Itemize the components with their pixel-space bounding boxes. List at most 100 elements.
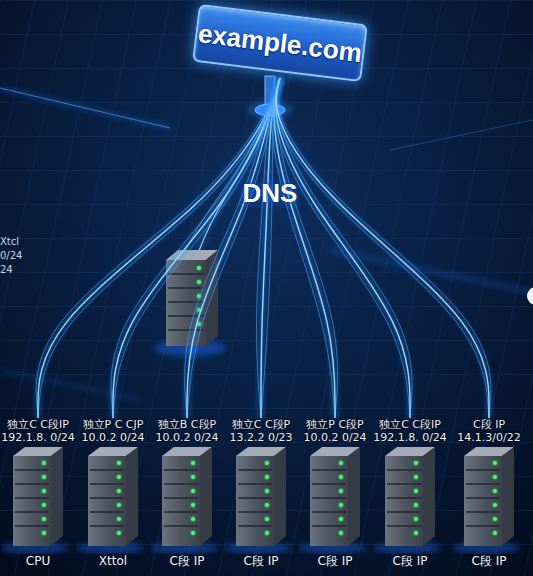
server-slot bbox=[15, 525, 49, 527]
side-note: 24 bbox=[0, 264, 40, 276]
light-streak bbox=[0, 88, 170, 128]
server-slot bbox=[312, 497, 346, 499]
dns-link bbox=[275, 78, 491, 418]
domain-name: example.com bbox=[196, 18, 363, 69]
link-line bbox=[187, 78, 280, 418]
server-led bbox=[339, 503, 343, 507]
server-slot bbox=[466, 497, 500, 499]
server-led bbox=[191, 461, 195, 465]
server-led bbox=[117, 517, 121, 521]
server-led bbox=[414, 531, 418, 535]
server-led bbox=[493, 461, 497, 465]
server-slot bbox=[387, 469, 421, 471]
server-led bbox=[191, 489, 195, 493]
server-led bbox=[339, 489, 343, 493]
server-led bbox=[265, 461, 269, 465]
segment-title: 独立C C段IP bbox=[379, 418, 441, 431]
server-slot bbox=[90, 525, 124, 527]
side-note: Xtcl bbox=[0, 236, 40, 248]
led bbox=[197, 280, 201, 284]
server-front bbox=[464, 456, 502, 546]
server-slot bbox=[164, 525, 198, 527]
server-side bbox=[126, 447, 138, 546]
server-symbol bbox=[1, 444, 75, 554]
server-symbol bbox=[373, 444, 447, 554]
server-led bbox=[339, 531, 343, 535]
server-led bbox=[414, 489, 418, 493]
led bbox=[197, 266, 201, 270]
server-slot bbox=[90, 511, 124, 513]
server-led bbox=[265, 503, 269, 507]
server-led bbox=[42, 517, 46, 521]
server-slot bbox=[387, 511, 421, 513]
server-led bbox=[42, 475, 46, 479]
dns-link bbox=[185, 78, 280, 418]
server-slot bbox=[164, 483, 198, 485]
server-node: 独立C C段P13.2.2 0/23C段 IP bbox=[224, 418, 298, 569]
server-side bbox=[423, 447, 435, 546]
server-name: C段 IP bbox=[472, 554, 507, 569]
server-slot bbox=[90, 483, 124, 485]
server-symbol bbox=[298, 444, 372, 554]
server-slot bbox=[15, 469, 49, 471]
server-slot bbox=[312, 511, 346, 513]
domain-sign: example.com bbox=[192, 4, 368, 82]
server-slot bbox=[15, 497, 49, 499]
server-slot bbox=[164, 497, 198, 499]
server-led bbox=[339, 461, 343, 465]
server-led bbox=[191, 475, 195, 479]
server-node: C段 IP14.1.3/0/22C段 IP bbox=[452, 418, 526, 569]
server-name: C段 IP bbox=[244, 554, 279, 569]
link-line bbox=[38, 78, 280, 418]
server-slot bbox=[15, 511, 49, 513]
server-slot bbox=[312, 483, 346, 485]
link-glow bbox=[113, 78, 280, 418]
link-strand bbox=[275, 78, 489, 418]
server-slot bbox=[238, 525, 272, 527]
server-slot bbox=[164, 511, 198, 513]
ip-range: 192.1.8. 0/24 bbox=[373, 431, 447, 444]
server-led bbox=[265, 531, 269, 535]
server-front bbox=[310, 456, 348, 546]
server-led bbox=[339, 475, 343, 479]
server-slot bbox=[387, 497, 421, 499]
ip-range: 10.0.2 0/24 bbox=[303, 431, 366, 444]
server-node: 独立C C段IP192.1.8. 0/24 C段 IP bbox=[373, 418, 447, 569]
link-strand bbox=[277, 78, 491, 418]
server-led bbox=[493, 489, 497, 493]
segment-title: C段 IP bbox=[473, 418, 505, 431]
server-led bbox=[339, 517, 343, 521]
segment-title: 独立P C CJP bbox=[83, 418, 144, 431]
server-side bbox=[51, 447, 63, 546]
ip-range: 192.1.8. 0/24 bbox=[1, 431, 75, 444]
link-strand bbox=[38, 78, 280, 418]
server-name: Xttol bbox=[99, 554, 127, 569]
server-slot bbox=[90, 469, 124, 471]
edge-dot bbox=[527, 287, 533, 305]
server-name: CPU bbox=[26, 554, 50, 569]
link-strand bbox=[187, 78, 280, 418]
server-slot bbox=[238, 497, 272, 499]
server-led bbox=[42, 531, 46, 535]
server-side bbox=[348, 447, 360, 546]
server-led bbox=[265, 475, 269, 479]
server-front bbox=[88, 456, 126, 546]
light-streak bbox=[0, 370, 140, 400]
server-slot bbox=[466, 469, 500, 471]
server-front bbox=[385, 456, 423, 546]
server-led bbox=[42, 489, 46, 493]
server-name: C段 IP bbox=[393, 554, 428, 569]
link-glow bbox=[187, 78, 280, 418]
server-symbol bbox=[150, 444, 224, 554]
server-slot bbox=[312, 525, 346, 527]
server-led bbox=[191, 531, 195, 535]
server-led bbox=[191, 503, 195, 507]
link-line bbox=[276, 78, 489, 418]
segment-title: 独立C C段IP bbox=[7, 418, 69, 431]
protocol-label: DNS bbox=[222, 178, 318, 209]
server-led bbox=[414, 503, 418, 507]
server-slot bbox=[90, 497, 124, 499]
